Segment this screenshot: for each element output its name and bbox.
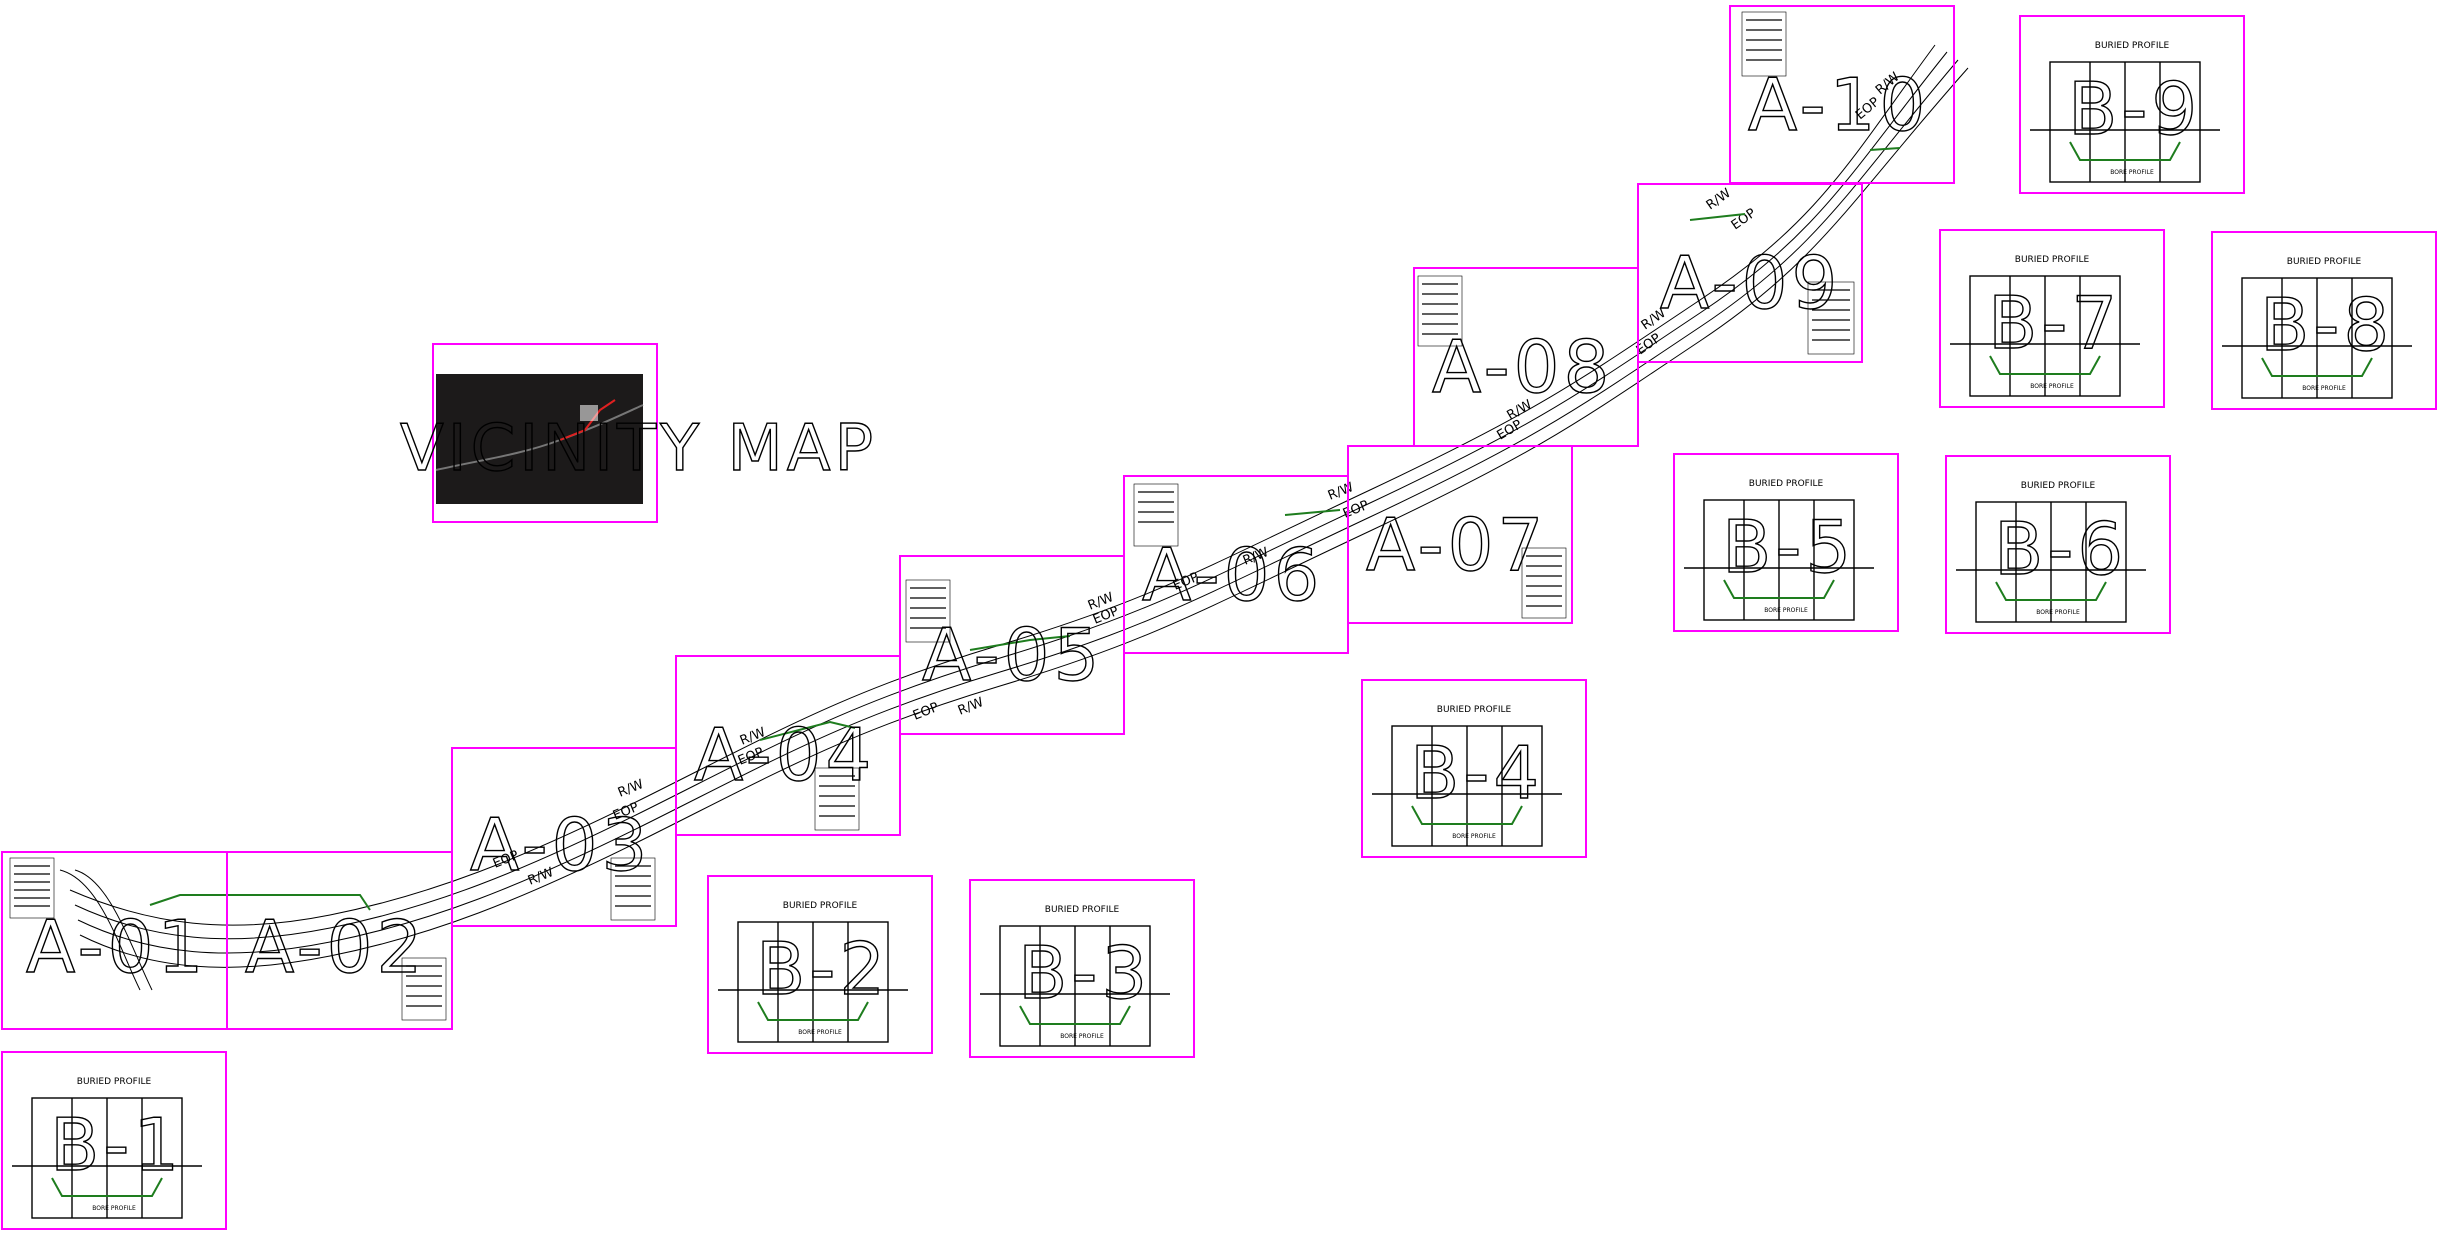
sheet-b-3: BURIED PROFILE B-3 BORE PROFILE <box>969 879 1195 1058</box>
sheet-label: A-01 <box>26 905 207 989</box>
sheet-label: B-4 <box>1410 731 1543 815</box>
bore-profile-label: BORE PROFILE <box>1764 607 1808 614</box>
profile-title: BURIED PROFILE <box>783 901 858 911</box>
sheet-a-01: A-01 <box>1 851 228 1030</box>
sheet-a-07: A-07 <box>1347 445 1573 624</box>
sheet-label: A-09 <box>1660 241 1841 325</box>
bore-profile-label: BORE PROFILE <box>798 1029 842 1036</box>
sheet-label: B-9 <box>2068 67 2201 151</box>
sheet-label: B-5 <box>1722 505 1855 589</box>
sheet-a-09: A-09 <box>1637 183 1863 363</box>
sheet-label: A-10 <box>1748 63 1929 147</box>
road-tags: EOP R/W EOP R/W EOP R/W EOP R/W EOP R/W … <box>491 70 1903 889</box>
bore-profile-label: BORE PROFILE <box>2036 609 2080 616</box>
rw-tag: R/W <box>616 777 646 801</box>
eop-tag: EOP <box>1729 206 1759 233</box>
bore-profile-label: BORE PROFILE <box>2110 169 2154 176</box>
sheet-label: B-6 <box>1994 507 2127 591</box>
profile-title: BURIED PROFILE <box>1749 479 1824 489</box>
profile-title: BURIED PROFILE <box>1437 705 1512 715</box>
sheet-a-03: A-03 <box>451 747 677 927</box>
sheet-b-7: BURIED PROFILE B-7 BORE PROFILE <box>1939 229 2165 408</box>
rw-tag: R/W <box>1326 480 1356 504</box>
profile-title: BURIED PROFILE <box>77 1077 152 1087</box>
sheet-label: B-1 <box>50 1103 183 1187</box>
sheet-b-4: BURIED PROFILE B-4 BORE PROFILE <box>1361 679 1587 858</box>
sheet-label: A-03 <box>470 803 651 887</box>
bore-profile-label: BORE PROFILE <box>1452 833 1496 840</box>
sheet-label: A-06 <box>1142 533 1323 617</box>
vicinity-map: VICINITY MAP <box>399 343 877 523</box>
bore-profile-label: BORE PROFILE <box>1060 1033 1104 1040</box>
sheet-b-9: BURIED PROFILE B-9 BORE PROFILE <box>2019 15 2245 194</box>
profile-title: BURIED PROFILE <box>2015 255 2090 265</box>
bore-profile-label: BORE PROFILE <box>92 1205 136 1212</box>
sheet-label: A-04 <box>694 713 875 797</box>
sheet-b-8: BURIED PROFILE B-8 BORE PROFILE <box>2211 231 2437 410</box>
sheet-b-5: BURIED PROFILE B-5 BORE PROFILE <box>1673 453 1899 632</box>
profile-title: BURIED PROFILE <box>2287 257 2362 267</box>
sheet-label: A-05 <box>922 613 1103 697</box>
sheet-b-1: BURIED PROFILE B-1 BORE PROFILE <box>1 1051 227 1230</box>
profile-title: BURIED PROFILE <box>2021 481 2096 491</box>
sheet-a-02: A-02 <box>226 851 453 1030</box>
sheet-a-05: A-05 <box>899 555 1125 735</box>
vicinity-map-label: VICINITY MAP <box>400 412 877 486</box>
sheet-label: B-7 <box>1988 281 2121 365</box>
sheet-label: B-2 <box>756 927 889 1011</box>
bore-profile-label: BORE PROFILE <box>2030 383 2074 390</box>
sheet-b-6: BURIED PROFILE B-6 BORE PROFILE <box>1945 455 2171 634</box>
plan-sheets: A-01 A-02 A-03 A-04 A-05 <box>1 5 1955 1030</box>
sheet-b-2: BURIED PROFILE B-2 BORE PROFILE <box>707 875 933 1054</box>
road-alignment <box>59 44 1969 991</box>
bore-profile-label: BORE PROFILE <box>2302 385 2346 392</box>
sheet-a-04: A-04 <box>675 655 901 836</box>
profile-title: BURIED PROFILE <box>2095 41 2170 51</box>
sheet-a-06: A-06 <box>1123 475 1349 654</box>
sheet-label: A-02 <box>245 905 426 989</box>
sheet-label: A-08 <box>1432 325 1613 409</box>
sheet-label: A-07 <box>1366 503 1547 587</box>
profile-sheets: BURIED PROFILE B-1 BORE PROFILE BURIED P… <box>1 15 2437 1230</box>
eop-tag: EOP <box>911 700 941 724</box>
sheet-a-10: A-10 <box>1729 5 1955 184</box>
sheet-label: B-8 <box>2260 283 2393 367</box>
sheet-a-08: A-08 <box>1413 267 1639 447</box>
conduit-runs <box>149 147 1901 911</box>
profile-title: BURIED PROFILE <box>1045 905 1120 915</box>
sheet-label: B-3 <box>1018 931 1151 1015</box>
rw-tag: R/W <box>1704 186 1734 213</box>
